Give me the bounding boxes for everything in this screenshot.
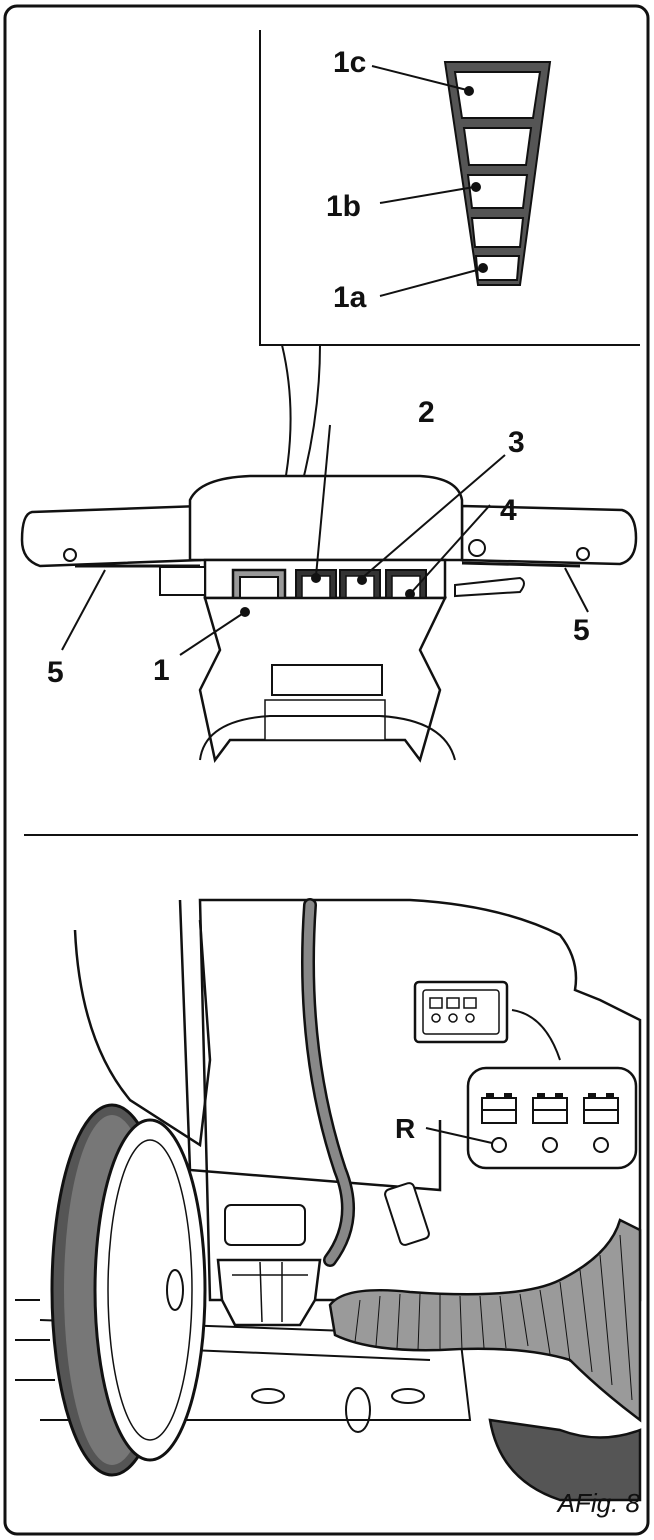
callout-2: 2 — [418, 396, 435, 429]
indicator-segment-2 — [470, 217, 525, 248]
handle-right — [460, 504, 638, 566]
figure-caption: AFig. 8 — [556, 1488, 641, 1518]
console-head — [188, 474, 464, 562]
inset-frame — [259, 30, 640, 346]
label-1c: 1c — [333, 46, 366, 79]
front-wheel — [488, 1418, 642, 1502]
battery-indicator — [443, 61, 552, 286]
indicator-segment-1c — [453, 71, 542, 119]
label-1a: 1a — [333, 281, 367, 314]
battery-led-3 — [583, 1093, 619, 1153]
callout-5-left: 5 — [47, 656, 64, 689]
indicator-segment-4 — [462, 127, 533, 166]
control-panel-illustration: 1c 1b 1a — [20, 30, 640, 763]
drain-hose — [303, 900, 353, 1265]
indicator-segment-1b — [466, 174, 529, 209]
battery-led-1 — [481, 1093, 517, 1153]
callout-1: 1 — [153, 654, 170, 687]
handle-left — [20, 504, 202, 568]
filter-cap — [216, 1258, 322, 1327]
underside-illustration: R — [15, 898, 642, 1502]
indicator-segment-1a — [474, 255, 521, 281]
callout-4: 4 — [500, 494, 517, 527]
battery-led-2 — [532, 1093, 568, 1153]
vacuum-hose — [328, 1218, 642, 1423]
callout-r: R — [395, 1113, 415, 1144]
callout-3: 3 — [508, 426, 525, 459]
callout-5-right: 5 — [573, 614, 590, 647]
label-1b: 1b — [326, 190, 361, 223]
